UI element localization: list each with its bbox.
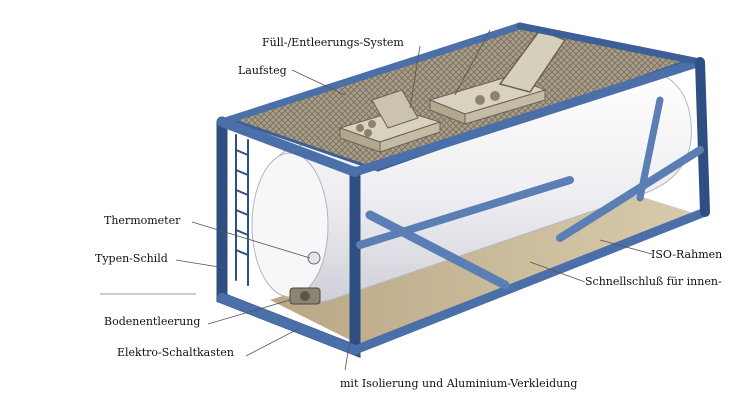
label-bottom-discharge: Bodenentleerung bbox=[104, 315, 201, 328]
label-iso-frame: ISO-Rahmen bbox=[651, 248, 723, 261]
leader-thermometer bbox=[191, 221, 311, 259]
label-thermometer: Thermometer bbox=[104, 214, 181, 227]
leader-type-plate bbox=[175, 259, 226, 269]
fill-discharge-system bbox=[338, 29, 567, 153]
label-walkway: Laufsteg bbox=[238, 64, 287, 77]
leader-quick-closure bbox=[529, 261, 586, 283]
thermometer-dial bbox=[307, 251, 321, 265]
iso-frame bbox=[216, 22, 710, 359]
label-quick-closure: Schnellschluß für innen- bbox=[585, 275, 722, 288]
label-type-plate: Typen-Schild bbox=[95, 252, 168, 265]
leader-fill-system-2 bbox=[454, 29, 491, 96]
label-insulation: mit Isolierung und Aluminium-Verkleidung bbox=[340, 377, 578, 390]
leader-insulation bbox=[344, 339, 351, 371]
tank-end-cap bbox=[251, 152, 329, 298]
leader-lines bbox=[175, 29, 653, 371]
leader-fill-system bbox=[409, 45, 421, 109]
leader-walkway bbox=[291, 69, 346, 96]
bottom-discharge-valve bbox=[289, 287, 321, 305]
leader-bottom-discharge bbox=[207, 299, 291, 325]
label-electrical-box: Elektro-Schaltkasten bbox=[117, 346, 234, 359]
leader-electrical-box bbox=[245, 327, 301, 357]
leader-iso-frame bbox=[599, 239, 653, 255]
label-fill-discharge-system: Füll-/Entleerungs-System bbox=[262, 36, 404, 49]
container-floor bbox=[270, 190, 700, 345]
